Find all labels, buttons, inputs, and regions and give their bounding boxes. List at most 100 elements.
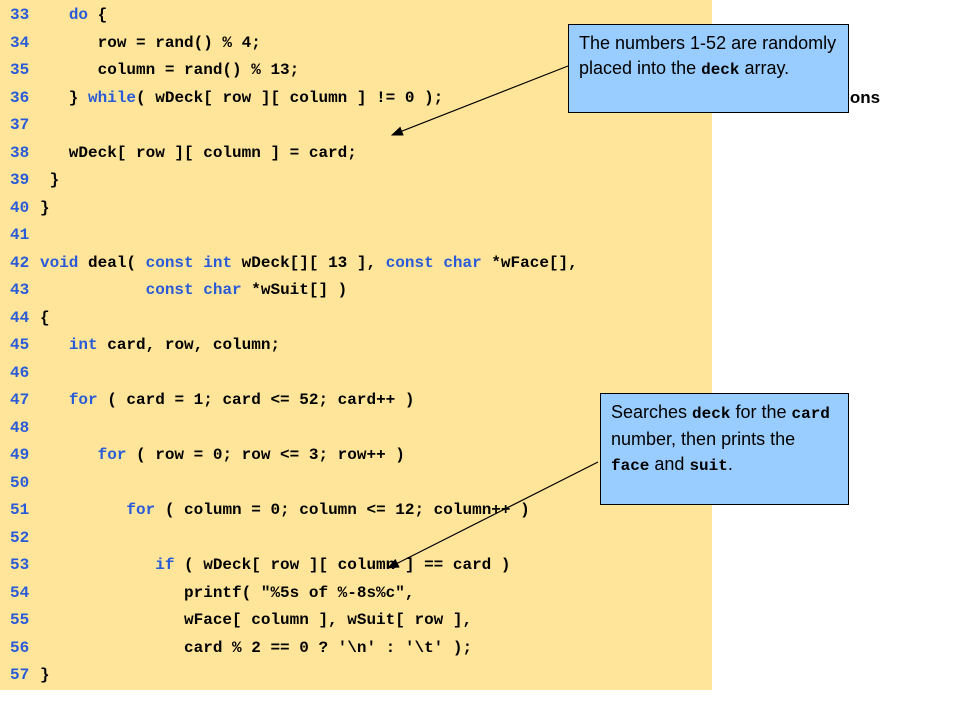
code-text: { xyxy=(40,308,50,327)
line-number: 33 xyxy=(10,6,30,24)
line-number: 53 xyxy=(10,556,30,574)
code-line: 49 for ( row = 0; row <= 3; row++ ) xyxy=(0,442,405,469)
code-line: 34 row = rand() % 4; xyxy=(0,30,261,57)
code-line: 54 printf( "%5s of %-8s%c", xyxy=(0,580,414,607)
code-line: 46 xyxy=(0,360,40,387)
code-keyword: for xyxy=(97,446,127,464)
line-number: 46 xyxy=(10,363,30,382)
code-line: 43 const char *wSuit[] ) xyxy=(0,277,347,304)
code-keyword: do xyxy=(68,6,89,24)
code-panel: 33 do {34 row = rand() % 4;35 column = r… xyxy=(0,0,712,690)
code-keyword: const xyxy=(145,253,194,272)
code-text xyxy=(434,254,444,272)
line-number: 45 xyxy=(10,336,30,354)
code-line: 57} xyxy=(0,662,50,689)
code-line: 47 for ( card = 1; card <= 52; card++ ) xyxy=(0,387,414,414)
code-text: ( card = 1; card <= 52; card++ ) xyxy=(97,391,415,409)
code-line: 41 xyxy=(0,222,40,249)
callout-text: for the xyxy=(730,402,792,422)
code-text xyxy=(40,6,69,24)
code-text xyxy=(40,501,126,519)
code-text: ( column = 0; column <= 12; column++ ) xyxy=(155,501,530,519)
code-line: 56 card % 2 == 0 ? '\n' : '\t' ); xyxy=(0,635,472,662)
line-number: 51 xyxy=(10,501,30,519)
line-number: 49 xyxy=(10,446,30,464)
code-text: ( wDeck[ row ][ column ] != 0 ); xyxy=(136,88,444,107)
code-text xyxy=(194,254,204,272)
callout-code-term: face xyxy=(611,457,650,475)
code-text: ( row = 0; row <= 3; row++ ) xyxy=(126,446,405,464)
code-keyword: int xyxy=(68,336,98,354)
callout-search-deck: Searches deck for the card number, then … xyxy=(600,393,849,505)
code-keyword: char xyxy=(443,253,482,272)
code-text: column = rand() % 13; xyxy=(40,61,300,79)
callout-code-term: suit xyxy=(689,457,728,475)
code-keyword: void xyxy=(40,253,79,272)
code-line: 48 xyxy=(0,415,40,442)
code-line: 55 wFace[ column ], wSuit[ row ], xyxy=(0,607,472,634)
code-text: } xyxy=(40,88,89,107)
code-line: 50 xyxy=(0,470,40,497)
callout-text: . xyxy=(727,454,733,474)
code-text xyxy=(40,391,69,409)
code-keyword: for xyxy=(68,391,98,409)
line-number: 52 xyxy=(10,528,30,547)
code-line: 33 do { xyxy=(0,2,107,29)
line-number: 40 xyxy=(10,198,30,217)
code-text: } xyxy=(40,666,50,684)
line-number: 56 xyxy=(10,638,30,657)
code-text: wDeck[][ 13 ], xyxy=(232,253,386,272)
callout-code-term: card xyxy=(791,405,830,423)
line-number: 57 xyxy=(10,666,30,684)
code-keyword: if xyxy=(155,556,175,574)
code-keyword: char xyxy=(203,281,242,299)
code-text: row = rand() % 4; xyxy=(40,33,261,52)
code-line: 38 wDeck[ row ][ column ] = card; xyxy=(0,140,357,167)
code-line: 35 column = rand() % 13; xyxy=(0,57,299,84)
code-line: 53 if ( wDeck[ row ][ column ] == card ) xyxy=(0,552,510,579)
line-number: 37 xyxy=(10,116,30,134)
callout-code-term: deck xyxy=(692,405,731,423)
code-line: 45 int card, row, column; xyxy=(0,332,280,359)
code-text: wDeck[ row ][ column ] = card; xyxy=(40,143,357,162)
callout-random-placement: The numbers 1-52 are randomly placed int… xyxy=(568,24,849,113)
line-number: 43 xyxy=(10,281,30,299)
code-text: } xyxy=(40,171,60,189)
callout-text: array. xyxy=(739,58,790,78)
code-line: 52 xyxy=(0,525,40,552)
callout-text: number, then prints the xyxy=(611,429,796,449)
line-number: 47 xyxy=(10,391,30,409)
line-number: 34 xyxy=(10,33,30,52)
code-text: ( wDeck[ row ][ column ] == card ) xyxy=(174,556,511,574)
code-line: 37 xyxy=(0,112,40,139)
line-number: 44 xyxy=(10,308,30,327)
code-text: card, row, column; xyxy=(97,336,281,354)
line-number: 50 xyxy=(10,473,30,492)
code-text xyxy=(40,336,69,354)
code-text xyxy=(194,281,204,299)
code-keyword: for xyxy=(126,501,156,519)
code-line: 39 } xyxy=(0,167,59,194)
code-line: 44 { xyxy=(0,305,50,332)
code-text: card % 2 == 0 ? '\n' : '\t' ); xyxy=(40,638,473,657)
line-number: 41 xyxy=(10,226,30,244)
line-number: 36 xyxy=(10,88,30,107)
code-line: 40} xyxy=(0,195,50,222)
line-number: 39 xyxy=(10,171,30,189)
code-keyword: const xyxy=(385,253,434,272)
callout-text: and xyxy=(649,454,690,474)
code-text: { xyxy=(88,6,108,24)
code-line: 36 } while( wDeck[ row ][ column ] != 0 … xyxy=(0,85,443,112)
code-text xyxy=(40,281,146,299)
line-number: 55 xyxy=(10,611,30,629)
code-text: *wFace[], xyxy=(481,253,578,272)
code-text xyxy=(40,446,98,464)
line-number: 38 xyxy=(10,143,30,162)
code-text xyxy=(40,556,155,574)
code-text: } xyxy=(40,198,50,217)
code-keyword: while xyxy=(88,88,137,107)
code-keyword: int xyxy=(203,253,233,272)
callout-text: Searches xyxy=(611,402,693,422)
code-text: *wSuit[] ) xyxy=(241,281,348,299)
